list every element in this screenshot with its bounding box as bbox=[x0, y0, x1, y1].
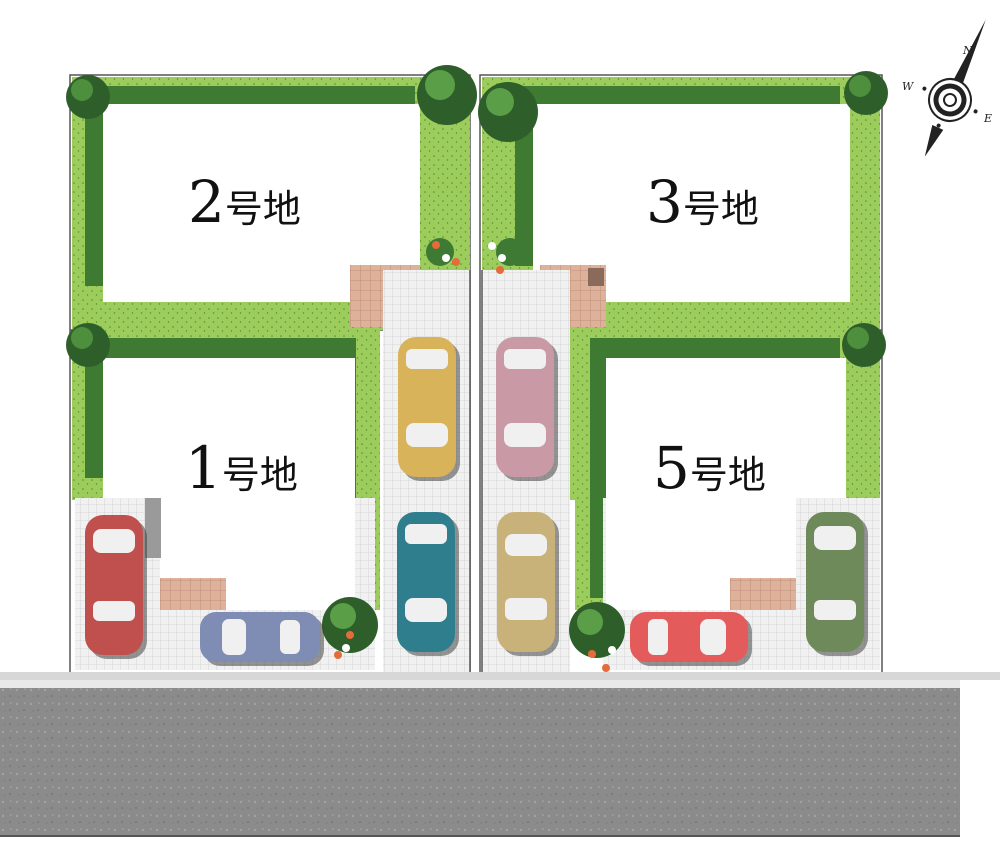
lot-2-parcel bbox=[72, 77, 470, 330]
flower-icon bbox=[588, 646, 616, 672]
car-icon bbox=[497, 512, 559, 656]
tree-icon bbox=[842, 323, 886, 367]
flower-icon bbox=[488, 238, 524, 274]
car-icon bbox=[398, 337, 460, 481]
car-icon bbox=[85, 515, 147, 659]
tree-icon bbox=[66, 323, 110, 367]
tree-icon bbox=[322, 597, 378, 653]
lot-1-label: 1号地 bbox=[185, 434, 298, 502]
car-icon bbox=[496, 337, 558, 481]
tree-icon bbox=[569, 602, 625, 658]
lot-3-label: 3号地 bbox=[646, 168, 759, 236]
tree-icon bbox=[66, 75, 110, 119]
lot-5-label: 5号地 bbox=[653, 434, 766, 502]
tree-icon bbox=[478, 82, 538, 142]
car-icon bbox=[397, 512, 459, 656]
compass-icon bbox=[922, 19, 986, 157]
tree-icon bbox=[417, 65, 477, 125]
compass-rose: N E W bbox=[902, 19, 992, 157]
car-icon bbox=[806, 512, 868, 656]
car-icon bbox=[200, 612, 324, 666]
compass-north-label: N bbox=[962, 44, 973, 57]
tree-icon bbox=[844, 71, 888, 115]
car-icon bbox=[630, 612, 752, 666]
compass-east-label: E bbox=[983, 112, 992, 125]
flower-icon bbox=[334, 631, 354, 659]
trees bbox=[66, 65, 888, 672]
lot-2-label: 2号地 bbox=[188, 168, 301, 236]
flower-icon bbox=[426, 238, 460, 266]
road bbox=[0, 672, 1000, 837]
compass-west-label: W bbox=[902, 80, 915, 93]
cars bbox=[85, 337, 868, 666]
